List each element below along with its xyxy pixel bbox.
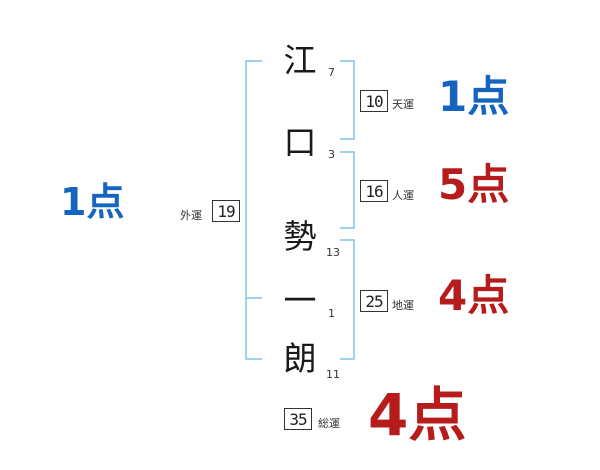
souun-score: 4点 [368,381,467,449]
tenun-score: 1点 [438,72,510,121]
stroke-count-5: 11 [326,368,340,381]
chiun-score: 4点 [438,271,510,320]
stroke-count-1: 7 [328,66,335,79]
stroke-count-4: 1 [328,307,335,320]
gaiun-label: 外運 [180,209,202,222]
chiun-value-box: 25 [360,290,388,312]
gaiun-value-box: 19 [212,200,240,222]
jinun-score: 5点 [438,160,510,209]
tenun-bracket [340,60,355,140]
jinun-value-box: 16 [360,180,388,202]
souun-label: 総運 [318,417,340,430]
stroke-count-3: 13 [326,246,340,259]
gaiun-score: 1点 [60,180,125,224]
souun-value-box: 35 [284,408,312,430]
jinun-label: 人運 [392,189,414,202]
name-char-5: 朗 [283,339,317,378]
name-char-1: 江 [283,41,317,80]
gaiun-bracket [245,60,262,360]
stroke-count-2: 3 [328,148,335,161]
tenun-label: 天運 [392,98,414,111]
tenun-value-box: 10 [360,90,388,112]
name-char-3: 勢 [283,217,317,256]
chiun-label: 地運 [392,299,414,312]
chiun-bracket [340,239,355,360]
jinun-bracket [340,151,355,229]
name-char-2: 口 [283,123,317,162]
name-char-4: 一 [283,281,317,320]
